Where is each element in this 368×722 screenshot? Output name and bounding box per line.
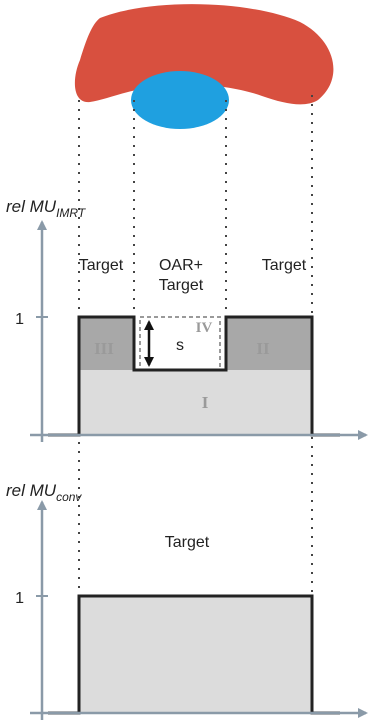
- region-iv-box: [139, 316, 221, 371]
- region-ii-right: [226, 317, 312, 370]
- region-i-base: [79, 370, 312, 435]
- roman-label-iii: III: [94, 339, 114, 358]
- conventional-plot: rel MUconv 1 Target: [6, 481, 368, 720]
- conv-target-region: [79, 596, 312, 713]
- roman-label-iv: IV: [196, 320, 213, 336]
- conv-region-label-target: Target: [165, 534, 210, 551]
- region-label-oar-target-line2: Target: [159, 277, 204, 294]
- segment-label-s: s: [176, 337, 184, 354]
- conv-axis-title: rel MUconv: [6, 481, 82, 504]
- conv-y-tick-label: 1: [15, 590, 24, 607]
- imrt-plot: rel MUIMRT 1 Target OAR+ Target Target I…: [6, 197, 368, 442]
- region-label-oar-target-line1: OAR+: [159, 257, 203, 274]
- roman-label-ii: II: [256, 339, 270, 358]
- oar-organ-shape: [131, 71, 229, 129]
- imrt-y-tick-label: 1: [15, 311, 24, 328]
- region-label-target-left: Target: [79, 257, 124, 274]
- target-organ-shape: [74, 4, 334, 105]
- imrt-axis-title: rel MUIMRT: [6, 197, 87, 220]
- region-iii-left: [79, 317, 134, 370]
- roman-label-i: I: [202, 393, 209, 412]
- imrt-intensity-profile: [48, 315, 340, 437]
- region-label-target-right: Target: [262, 257, 307, 274]
